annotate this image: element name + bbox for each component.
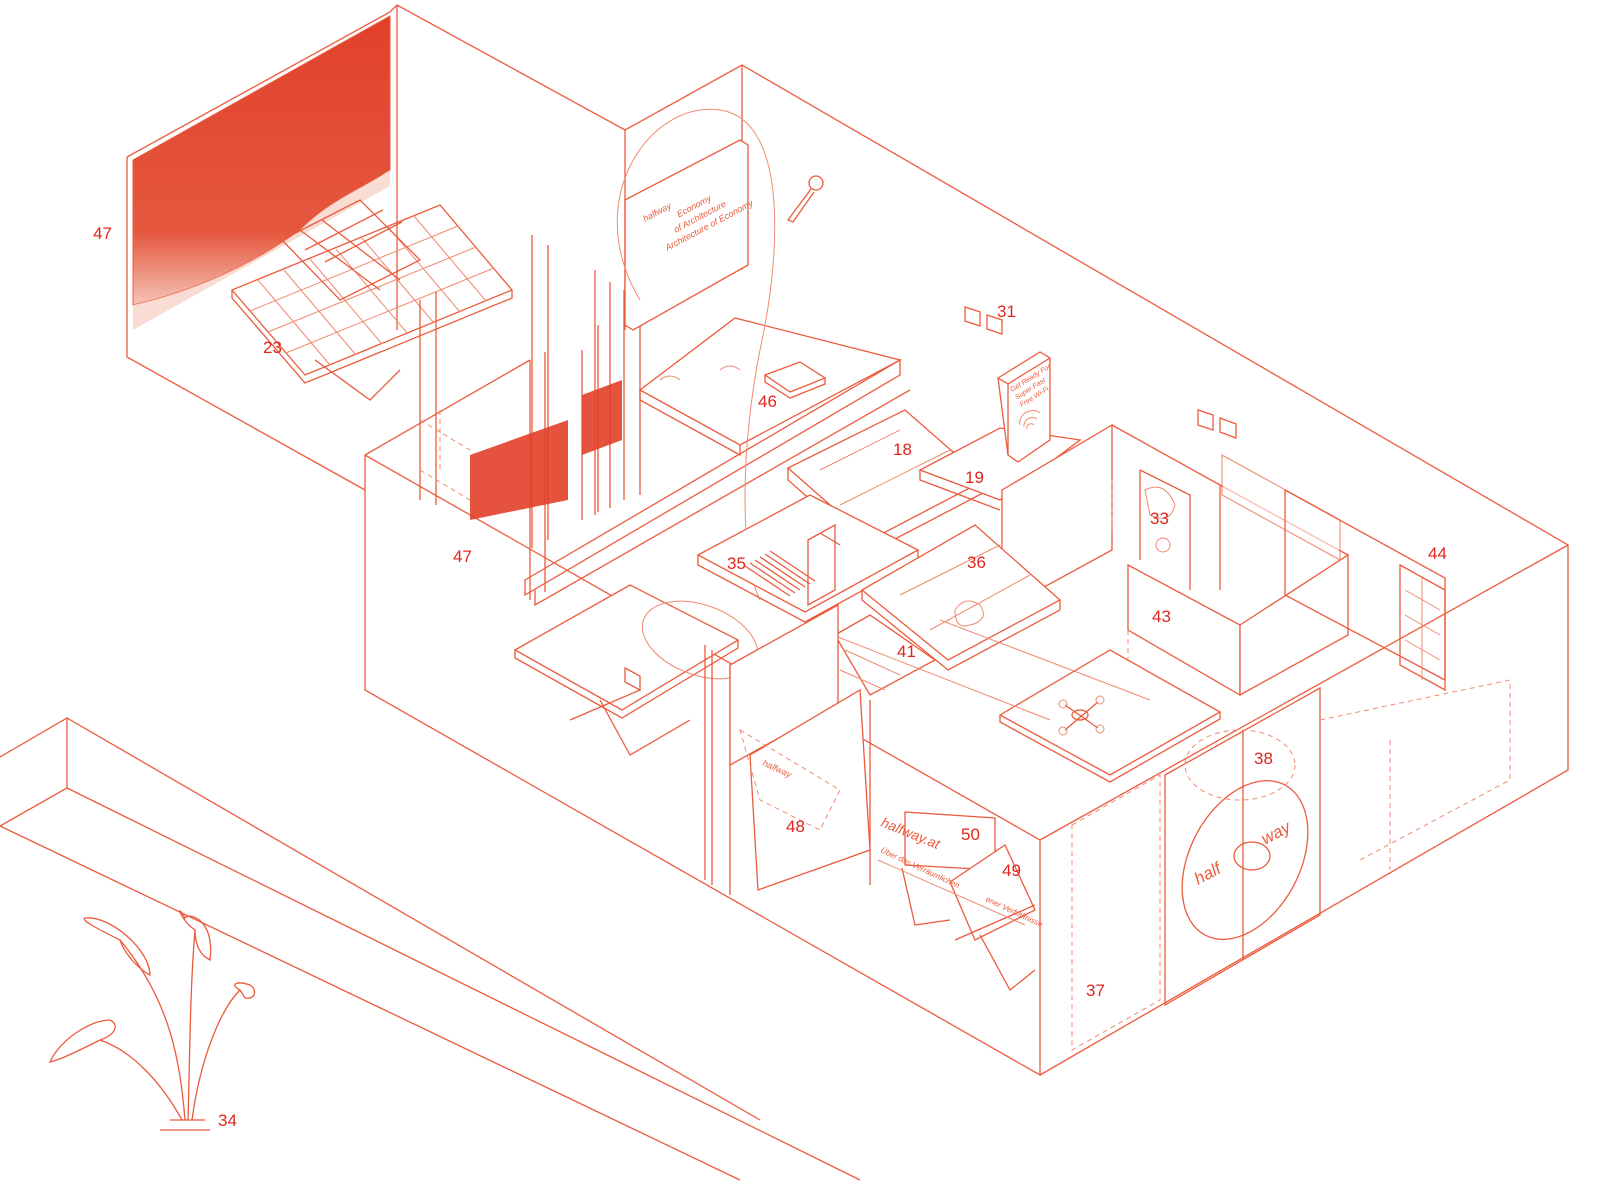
- label-18: 18: [893, 440, 912, 459]
- label-44: 44: [1428, 544, 1447, 563]
- label-49: 49: [1002, 861, 1021, 880]
- label-23: 23: [263, 338, 282, 357]
- cable-loop: [616, 108, 776, 601]
- door-right-text: way: [1258, 817, 1295, 849]
- number-labels: 47 23 46 31 18 19 33 47 35 36 44 43 41 3…: [93, 224, 1447, 1130]
- label-36: 36: [967, 553, 986, 572]
- book-46: [659, 361, 827, 399]
- label-33: 33: [1150, 509, 1169, 528]
- sight-lines: [819, 619, 1151, 721]
- plant-icon: [48, 910, 256, 1131]
- magnifier-icon: [786, 175, 824, 223]
- banner-sign: [624, 139, 749, 331]
- label-41: 41: [897, 642, 916, 661]
- partition-walls: [704, 603, 871, 895]
- door-left-text: half: [1191, 858, 1226, 889]
- outdoor-ground: [0, 716, 861, 1181]
- reception-desk: [513, 584, 759, 756]
- left-room: [126, 4, 626, 491]
- entrance-doors: [1071, 679, 1511, 1051]
- vertical-slats-47: [419, 235, 641, 548]
- drone-icon: [1058, 695, 1105, 736]
- booth-33-43: [1001, 423, 1349, 697]
- panel-48: [739, 688, 871, 891]
- label-35: 35: [727, 554, 746, 573]
- label-19: 19: [965, 468, 984, 487]
- label-47-left: 47: [93, 224, 112, 243]
- display-table-49-50: [877, 811, 1036, 991]
- shelf-44: [1284, 488, 1446, 692]
- platform-36: [860, 524, 1062, 671]
- drone-table: [998, 649, 1222, 783]
- label-46: 46: [758, 392, 777, 411]
- label-37: 37: [1086, 981, 1105, 1000]
- projection-image-47: [132, 15, 391, 306]
- label-31: 31: [997, 302, 1016, 321]
- label-50: 50: [961, 825, 980, 844]
- label-48: 48: [786, 817, 805, 836]
- floor-hatch-41: [834, 614, 937, 696]
- label-34: 34: [218, 1111, 237, 1130]
- shelf-grid-23: [230, 199, 514, 401]
- label-47-center: 47: [453, 547, 472, 566]
- wifi-sign: [997, 351, 1051, 463]
- wall-sockets: [964, 306, 1237, 439]
- label-43: 43: [1152, 607, 1171, 626]
- pit-35: [696, 494, 920, 623]
- label-38: 38: [1254, 749, 1273, 768]
- wifi-icon: [1019, 409, 1041, 430]
